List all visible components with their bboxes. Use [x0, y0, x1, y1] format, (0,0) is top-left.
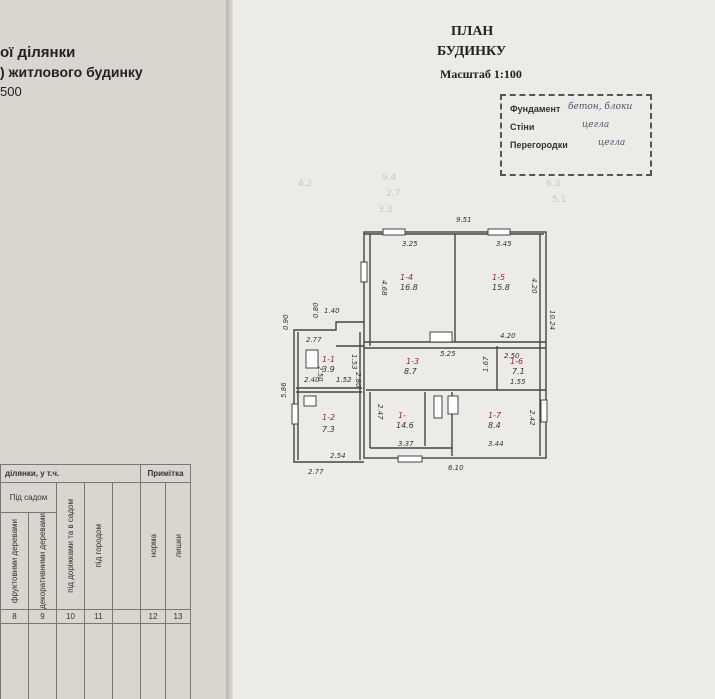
dim-r7-side: 2.42	[528, 410, 536, 426]
room-id: 1-	[398, 411, 406, 420]
stamp-walls-value: цегла	[582, 120, 610, 130]
table-garden-header: Під садом	[0, 482, 57, 513]
room-area: 16.8	[400, 283, 418, 292]
dim-r4-side: 4.68	[380, 280, 388, 296]
dim-r8-w: 3.37	[398, 440, 414, 448]
dim-notch-h: 0.80	[312, 302, 320, 318]
stamp-partitions-value: цегла	[598, 138, 626, 148]
dim-r5-side: 4.20	[530, 278, 538, 294]
plan-scale: Масштаб 1:100	[440, 67, 522, 81]
faint-digit: 3.3	[378, 205, 392, 215]
faint-digit: 4.2	[298, 179, 312, 189]
dim-r6-bottom: 1.55	[510, 378, 526, 386]
room-area: 7.1	[512, 367, 525, 376]
room-id: 1-1	[322, 355, 335, 364]
table-note-header: Примітка	[140, 464, 191, 483]
dim-left-top: 0.90	[282, 314, 290, 330]
land-table: ділянки, у т.ч. Примітка Під садом під д…	[0, 464, 191, 699]
stamp-walls-label: Стіни	[510, 122, 535, 132]
room-id: 1-5	[492, 273, 505, 282]
faint-digit: 5.1	[552, 195, 566, 205]
dim-r6-h: 1.67	[482, 356, 490, 372]
left-header-1: ої ділянки	[0, 44, 76, 61]
dim-r8-side: 2.47	[376, 404, 384, 420]
book-spine	[226, 0, 234, 699]
material-stamp: Фундамент бетон, блоки Стіни цегла Перег…	[500, 94, 652, 176]
dim-r4-top: 3.25	[402, 240, 418, 248]
dim-left: 5.86	[280, 382, 288, 398]
dim-r5-inner: 4.20	[500, 332, 516, 340]
room-area: 14.6	[396, 421, 414, 430]
plan-rooms: 1-1 3.9 1-2 7.3 1-3 8.7 1-4 16.8 1-5 15.…	[322, 273, 525, 434]
plan-dimensions: 9.51 10.24 6.10 2.77 5.86 3.25 3.45 4.68…	[280, 216, 556, 476]
dim-right: 10.24	[548, 310, 556, 330]
dim-r1-w: 2.40	[304, 376, 320, 384]
dim-top: 9.51	[456, 216, 472, 224]
plan-walls	[293, 231, 547, 463]
left-page: ої ділянки ) житлового будинку 500 ділян…	[0, 0, 228, 699]
faint-digit: 6.3	[546, 179, 560, 189]
left-header-3: 500	[0, 84, 22, 99]
dim-left-w: 2.77	[306, 336, 322, 344]
plan-title: ПЛАН	[451, 24, 494, 39]
stamp-foundation-value: бетон, блоки	[568, 102, 633, 112]
stamp-partitions-label: Перегородки	[510, 140, 568, 150]
dim-r2-bottom: 2.54	[330, 452, 346, 460]
dim-notch-w: 1.40	[324, 307, 340, 315]
room-area: 8.4	[488, 421, 501, 430]
dim-bottom-left: 2.77	[308, 468, 324, 476]
dim-r7-w: 3.44	[488, 440, 504, 448]
faint-digit: 9.4	[382, 173, 397, 183]
dim-r5-top: 3.45	[496, 240, 512, 248]
dim-r1-w2: 1.52	[336, 376, 352, 384]
room-id: 1-2	[322, 413, 335, 422]
plan-openings	[291, 228, 548, 463]
dim-r6-side: 2.80	[354, 372, 362, 388]
dim-bottom: 6.10	[448, 464, 464, 472]
room-id: 1-3	[406, 357, 419, 366]
plan-subtitle: БУДИНКУ	[437, 44, 507, 59]
left-header-2: ) житлового будинку	[0, 64, 143, 80]
dim-r2-side: 2.50	[316, 366, 324, 382]
dim-corridor: 5.25	[440, 350, 456, 358]
room-id: 1-7	[488, 411, 502, 420]
stamp-foundation-label: Фундамент	[510, 104, 561, 114]
room-id: 1-6	[510, 357, 523, 366]
room-area: 3.9	[322, 365, 335, 374]
room-id: 1-4	[400, 273, 413, 282]
room-area: 7.3	[322, 425, 335, 434]
room-area: 15.8	[492, 283, 510, 292]
faint-digit: 2.7	[386, 189, 400, 199]
dim-r3-h: 1.53	[350, 354, 358, 370]
dim-r6-w: 2.50	[504, 352, 520, 360]
room-area: 8.7	[404, 367, 418, 376]
